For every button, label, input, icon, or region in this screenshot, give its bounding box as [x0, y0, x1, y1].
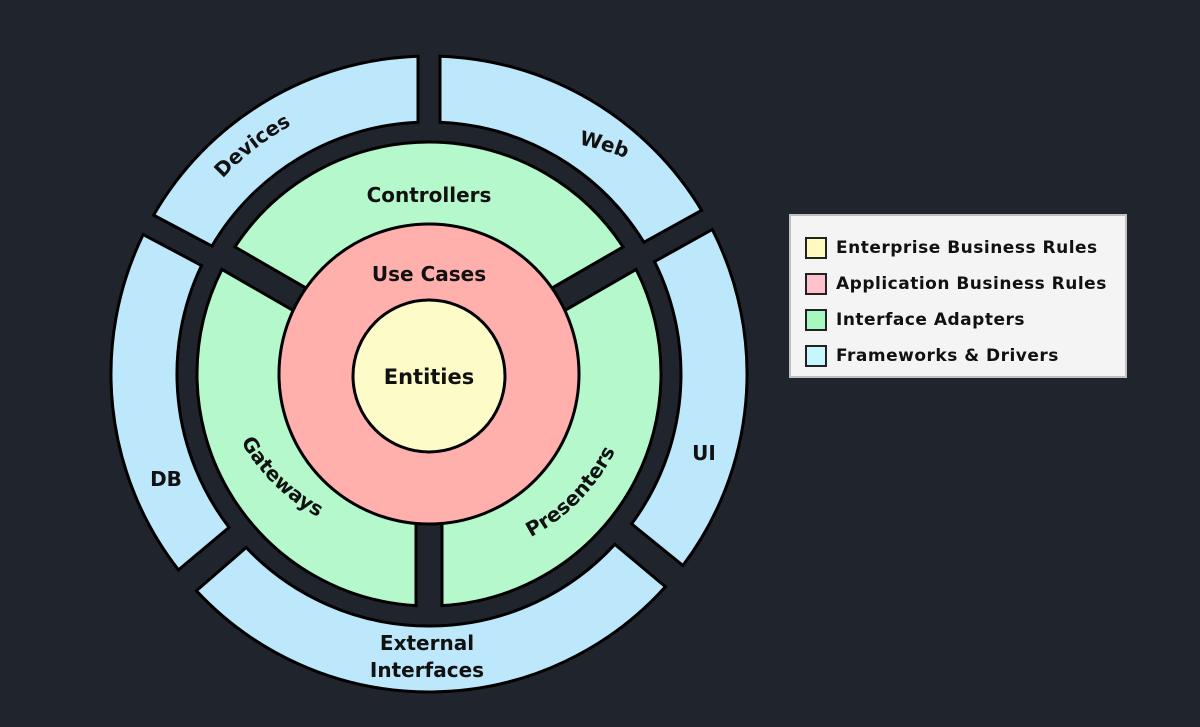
legend-item-frameworks: Frameworks & Drivers	[805, 338, 1125, 374]
db-segment	[109, 232, 232, 573]
legend-swatch	[805, 273, 827, 295]
adapters-ring	[195, 140, 663, 608]
legend-label: Enterprise Business Rules	[836, 238, 1098, 258]
external-label-line2: Interfaces	[370, 658, 484, 682]
entities-circle	[351, 298, 507, 454]
external-interfaces-segment	[194, 542, 668, 694]
controllers-label: Controllers	[367, 183, 492, 207]
db-label: DB	[150, 467, 182, 491]
entities-label: Entities	[384, 365, 475, 389]
legend-label: Interface Adapters	[836, 310, 1025, 330]
external-label-line1: External	[380, 631, 474, 655]
devices-segment	[151, 54, 420, 249]
use-cases-label: Use Cases	[372, 262, 486, 286]
legend-item-application: Application Business Rules	[805, 266, 1125, 302]
legend-swatch	[805, 237, 827, 259]
legend-swatch	[805, 345, 827, 367]
legend-swatch	[805, 309, 827, 331]
web-segment	[438, 54, 704, 245]
legend-label: Application Business Rules	[836, 274, 1107, 294]
legend-item-adapters: Interface Adapters	[805, 302, 1125, 338]
legend-label: Frameworks & Drivers	[836, 346, 1059, 366]
ui-segment	[629, 227, 749, 568]
frameworks-ring	[109, 54, 749, 694]
legend: Enterprise Business Rules Application Bu…	[789, 214, 1127, 378]
ui-label: UI	[692, 441, 716, 465]
legend-item-enterprise: Enterprise Business Rules	[805, 230, 1125, 266]
